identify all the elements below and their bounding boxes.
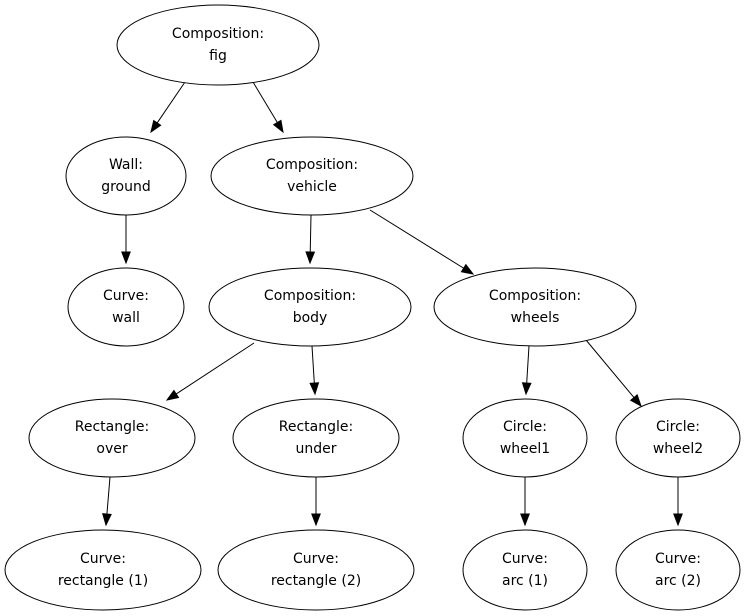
edge-ground-to-wall	[121, 215, 131, 265]
arrowhead-icon	[460, 263, 475, 275]
edge-body-to-over	[165, 342, 255, 401]
node-ellipse[interactable]	[116, 4, 320, 86]
arrowhead-icon	[272, 119, 284, 134]
arrowhead-icon	[150, 119, 162, 134]
edge-vehicle-to-wheels	[369, 209, 475, 275]
edge-body-to-under	[309, 345, 320, 396]
edge-fig-to-ground	[150, 81, 186, 134]
node-label-line2: wall	[112, 310, 140, 326]
node-label-line1: Composition:	[266, 157, 358, 173]
node-label-line2: arc (2)	[655, 573, 701, 589]
node-label-line2: ground	[101, 179, 151, 195]
arrowhead-icon	[305, 251, 316, 265]
edge-line	[311, 345, 315, 386]
node-label-line2: vehicle	[287, 179, 337, 195]
graph-node-body[interactable]: Composition: body	[208, 267, 412, 347]
edge-line	[309, 214, 312, 255]
graph-node-wheel1[interactable]: Circle: wheel1	[462, 398, 588, 478]
arrowhead-icon	[121, 251, 131, 265]
edge-line	[106, 476, 111, 517]
edge-wheels-to-wheel2	[585, 339, 642, 408]
edge-wheel2-to-arc2	[673, 477, 683, 527]
graph-node-arc2[interactable]: Curve: arc (2)	[615, 529, 741, 611]
node-label-line2: arc (1)	[502, 573, 548, 589]
graph-node-over[interactable]: Rectangle: over	[28, 398, 196, 478]
edge-over-to-rectangle1	[102, 476, 112, 527]
arrowhead-icon	[165, 389, 180, 401]
arrowhead-icon	[521, 382, 532, 396]
node-ellipse[interactable]	[462, 398, 588, 478]
edge-line	[252, 81, 279, 125]
arrowhead-icon	[673, 513, 683, 527]
node-label-line2: fig	[209, 48, 227, 64]
node-label-line1: Curve:	[502, 551, 548, 567]
node-label-line1: Composition:	[264, 288, 356, 304]
edge-vehicle-to-body	[305, 214, 316, 265]
node-ellipse[interactable]	[462, 529, 588, 611]
node-label-line1: Rectangle:	[279, 419, 353, 435]
node-ellipse[interactable]	[4, 529, 202, 611]
node-label-line2: under	[295, 441, 336, 457]
node-ellipse[interactable]	[210, 136, 414, 216]
node-label-line2: wheel1	[500, 441, 550, 457]
node-label-line1: Circle:	[503, 419, 547, 435]
node-label-line1: Curve:	[293, 551, 339, 567]
edge-line	[155, 81, 186, 125]
arrowhead-icon	[311, 513, 321, 527]
graph-node-arc1[interactable]: Curve: arc (1)	[462, 529, 588, 611]
node-label-line2: rectangle (2)	[271, 573, 361, 589]
graph-node-wheels[interactable]: Composition: wheels	[433, 267, 637, 347]
node-ellipse[interactable]	[615, 529, 741, 611]
node-label-line1: Composition:	[172, 26, 264, 42]
node-label-line1: Curve:	[103, 288, 149, 304]
node-ellipse[interactable]	[615, 398, 741, 478]
node-label-line2: over	[96, 441, 127, 457]
arrowhead-icon	[520, 513, 530, 527]
graph-node-ground[interactable]: Wall: ground	[65, 136, 187, 216]
graph-node-rectangle2[interactable]: Curve: rectangle (2)	[217, 529, 415, 611]
node-ellipse[interactable]	[67, 267, 185, 347]
node-label-line1: Curve:	[655, 551, 701, 567]
node-ellipse[interactable]	[217, 529, 415, 611]
node-label-line2: wheels	[511, 310, 560, 326]
node-label-line1: Circle:	[656, 419, 700, 435]
graph-node-wall[interactable]: Curve: wall	[67, 267, 185, 347]
edge-fig-to-vehicle	[252, 81, 284, 134]
node-ellipse[interactable]	[232, 398, 400, 478]
edge-wheels-to-wheel1	[521, 345, 532, 396]
graph-node-fig[interactable]: Composition: fig	[116, 4, 320, 86]
graph-node-vehicle[interactable]: Composition: vehicle	[210, 136, 414, 216]
graph-node-under[interactable]: Rectangle: under	[232, 398, 400, 478]
node-label-line1: Composition:	[489, 288, 581, 304]
edge-under-to-rectangle2	[311, 477, 321, 527]
edges-layer	[102, 81, 683, 527]
node-label-line2: rectangle (1)	[58, 573, 148, 589]
edge-wheel1-to-arc1	[520, 477, 530, 527]
edge-line	[174, 342, 255, 396]
arrowhead-icon	[309, 382, 320, 396]
edge-line	[369, 209, 466, 270]
graph-node-wheel2[interactable]: Circle: wheel2	[615, 398, 741, 478]
node-label-line1: Curve:	[80, 551, 126, 567]
node-label-line2: wheel2	[653, 441, 703, 457]
node-ellipse[interactable]	[208, 267, 412, 347]
node-label-line2: body	[293, 310, 328, 326]
node-ellipse[interactable]	[65, 136, 187, 216]
node-label-line1: Rectangle:	[75, 419, 149, 435]
edge-line	[526, 345, 530, 386]
arrowhead-icon	[102, 513, 112, 527]
edge-line	[585, 339, 636, 400]
node-ellipse[interactable]	[433, 267, 637, 347]
arrowhead-icon	[629, 394, 642, 408]
node-ellipse[interactable]	[28, 398, 196, 478]
graph-node-rectangle1[interactable]: Curve: rectangle (1)	[4, 529, 202, 611]
node-label-line1: Wall:	[109, 157, 143, 173]
nodes-layer: Composition:figWall:groundComposition:ve…	[4, 4, 741, 611]
